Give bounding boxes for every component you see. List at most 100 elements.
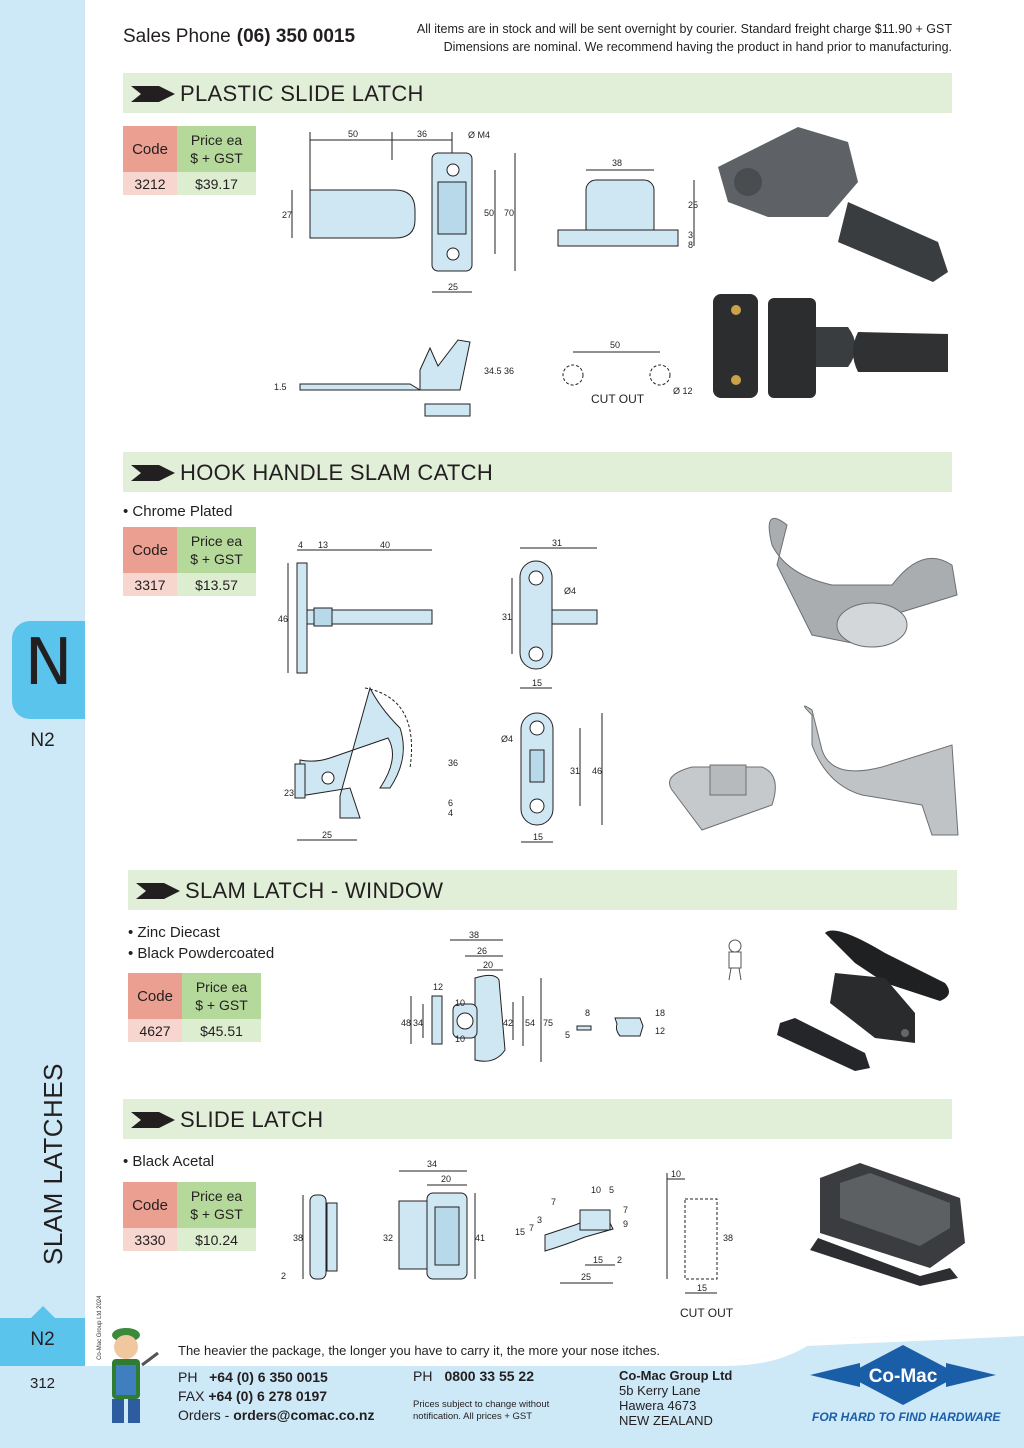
product-photo	[810, 1163, 965, 1286]
technical-drawing: 38 2 34 20 32 41 7 10 5 15 7 3 9 7 15 2 …	[281, 1159, 733, 1294]
section-tab[interactable]	[12, 621, 85, 719]
price-table: Code Price ea$ + GST 3212 $39.17	[123, 126, 256, 195]
arrow-icon	[131, 1112, 175, 1128]
price-header: Price ea$ + GST	[177, 126, 256, 172]
mascot-sketch-icon	[728, 939, 742, 981]
section-code: N2	[30, 730, 55, 751]
logo-text: Co-Mac	[869, 1366, 938, 1387]
price-header-line: $ + GST	[195, 997, 248, 1013]
fax-label: FAX	[178, 1388, 205, 1404]
notice-line: Dimensions are nominal. We recommend hav…	[443, 40, 952, 54]
dimension-label: 2	[281, 1271, 286, 1281]
sales-label: Sales Phone	[123, 26, 231, 47]
dimension-label: Ø M4	[468, 130, 490, 140]
product-code: 4627	[128, 1019, 182, 1042]
freephone-number[interactable]: 0800 33 55 22	[444, 1368, 534, 1384]
section-title: HOOK HANDLE SLAM CATCH	[180, 460, 494, 485]
price-header: Price ea$ + GST	[177, 1182, 256, 1228]
dimension-label: 3	[537, 1215, 542, 1225]
dimension-label: 15	[515, 1227, 525, 1237]
section-header: PLASTIC SLIDE LATCH	[123, 73, 952, 113]
dimension-label: 3	[688, 230, 693, 240]
dimension-label: 9	[623, 1219, 628, 1229]
dimension-label: 12	[433, 982, 443, 992]
company-address: Co-Mac Group Ltd 5b Kerry Lane Hawera 46…	[619, 1368, 732, 1428]
product-price: $45.51	[182, 1019, 261, 1042]
product-code: 3330	[123, 1228, 177, 1251]
dimension-label: Ø 12	[673, 386, 693, 396]
dimension-label: 50	[484, 208, 494, 218]
section-tab-letter: N	[24, 626, 73, 700]
section-title: SLIDE LATCH	[180, 1107, 324, 1132]
dimension-label: 50	[348, 129, 358, 139]
price-note: Prices subject to change without notific…	[413, 1399, 549, 1423]
dimension-label: 42	[503, 1018, 513, 1028]
phone-number[interactable]: +64 (0) 6 350 0015	[209, 1369, 328, 1385]
dimension-label: 12	[655, 1026, 665, 1036]
dimension-label: 25	[688, 200, 698, 210]
dimension-label: 34	[427, 1159, 437, 1169]
page-number: 312	[29, 1375, 56, 1392]
bullet-point: • Black Powdercoated	[128, 945, 275, 962]
footer-background	[85, 1330, 1024, 1448]
price-header-line: Price ea	[195, 979, 248, 995]
bottom-section-code: N2	[0, 1306, 85, 1366]
dimension-label: 38	[723, 1233, 733, 1243]
orders-email[interactable]: orders@comac.co.nz	[233, 1407, 375, 1423]
dimension-label: 23	[284, 788, 294, 798]
product-photo	[777, 930, 949, 1071]
section-header: SLIDE LATCH	[123, 1099, 952, 1139]
code-header: Code	[123, 527, 177, 573]
code-header: Code	[123, 126, 177, 172]
category-title: SLAM LATCHES	[38, 1062, 68, 1265]
dimension-label: 34.5	[484, 366, 502, 376]
dimension-label: 4	[298, 540, 303, 550]
dimension-label: 15	[697, 1283, 707, 1293]
sales-number[interactable]: (06) 350 0015	[236, 26, 356, 47]
dimension-label: 32	[383, 1233, 393, 1243]
cutout-label: CUT OUT	[591, 392, 645, 406]
price-header-line: $ + GST	[190, 150, 243, 166]
code-header: Code	[123, 1182, 177, 1228]
dimension-label: 36	[417, 129, 427, 139]
dimension-label: 4	[448, 808, 453, 818]
arrow-icon	[131, 86, 175, 102]
product-code: 3212	[123, 172, 177, 195]
product-photo	[669, 517, 959, 836]
technical-drawing: 38 26 20 12 10 48 34 42 54 75 10 8 18 12…	[401, 930, 665, 1062]
dimension-label: 2	[617, 1255, 622, 1265]
shipping-notice: All items are in stock and will be sent …	[417, 20, 952, 56]
dimension-label: 15	[532, 678, 542, 688]
dimension-label: 26	[477, 946, 487, 956]
phone-label: PH	[178, 1369, 198, 1385]
dimension-label: 38	[293, 1233, 303, 1243]
dimension-label: 75	[543, 1018, 553, 1028]
price-note-line: Prices subject to change without	[413, 1399, 550, 1410]
dimension-label: 25	[581, 1272, 591, 1282]
dimension-label: 46	[592, 766, 602, 776]
dimension-label: 20	[441, 1174, 451, 1184]
bullet-point: • Black Acetal	[123, 1153, 215, 1170]
freephone-label: PH	[413, 1368, 433, 1384]
price-table: Code Price ea$ + GST 4627 $45.51	[128, 973, 261, 1042]
comac-logo[interactable]: Co-Mac	[810, 1345, 996, 1405]
dimension-label: 50	[610, 340, 620, 350]
section-header: SLAM LATCH - WINDOW	[128, 870, 957, 910]
dimension-label: 38	[469, 930, 479, 940]
dimension-label: 25	[322, 830, 332, 840]
product-price: $39.17	[177, 172, 256, 195]
price-table: Code Price ea$ + GST 3330 $10.24	[123, 1182, 256, 1251]
dimension-label: 7	[529, 1223, 534, 1233]
cutout-label: CUT OUT	[680, 1306, 734, 1320]
price-table: Code Price ea$ + GST 3317 $13.57	[123, 527, 256, 596]
dimension-label: Ø4	[501, 734, 513, 744]
dimension-label: 36	[504, 366, 514, 376]
bullet-point: • Chrome Plated	[123, 503, 233, 520]
dimension-label: 10	[591, 1185, 601, 1195]
dimension-label: 27	[282, 210, 292, 220]
technical-drawing: 4 13 40 46 31 Ø4 31 15 36 23 4 6 25 Ø4 3…	[278, 538, 603, 843]
logo-slogan: FOR HARD TO FIND HARDWARE	[812, 1410, 1001, 1424]
dimension-label: 1.5	[274, 382, 287, 392]
dimension-label: Ø4	[564, 586, 576, 596]
section-header: HOOK HANDLE SLAM CATCH	[123, 452, 952, 492]
